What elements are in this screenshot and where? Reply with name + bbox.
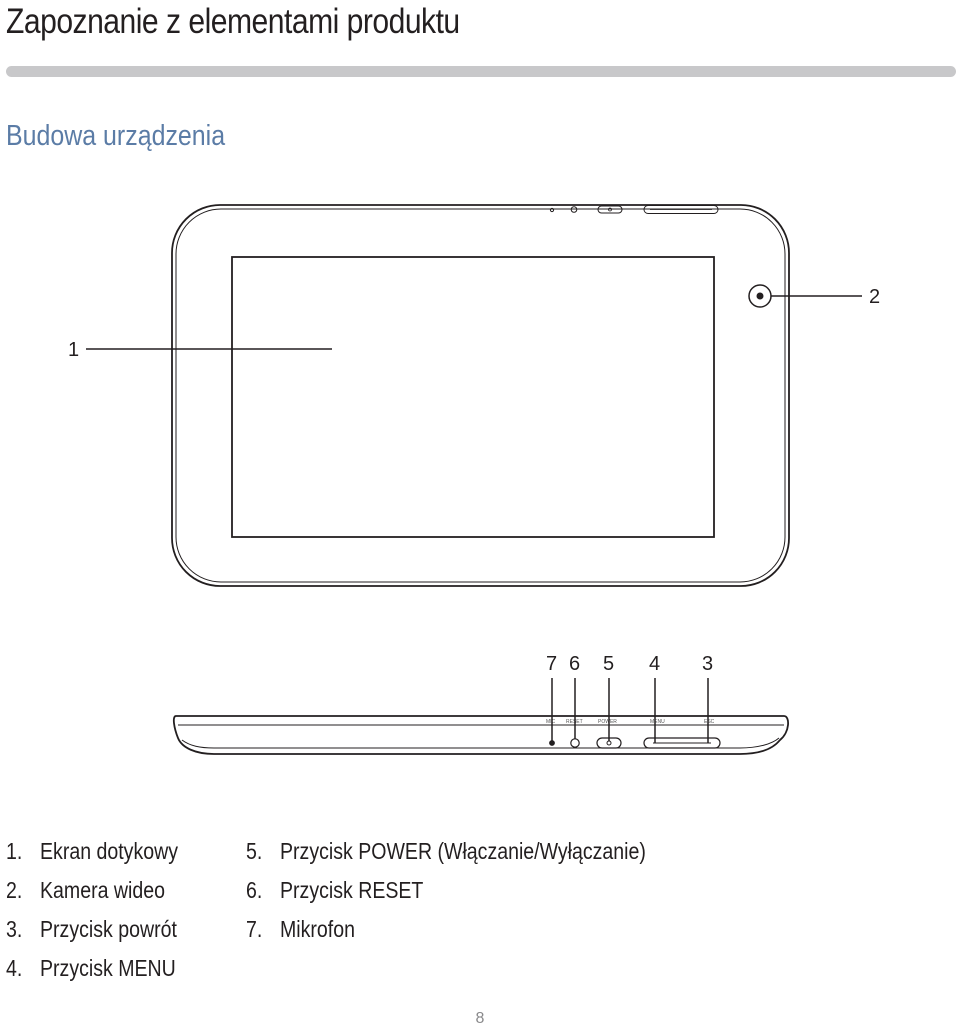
- port-label-power: POWER: [598, 719, 617, 725]
- section-heading: Budowa urządzenia: [6, 120, 226, 152]
- legend-text: Ekran dotykowy: [40, 838, 179, 864]
- tablet-body-inner: [175, 208, 786, 583]
- legend-item: 1. Ekran dotykowy: [6, 836, 178, 875]
- legend-number: 1.: [6, 838, 23, 864]
- title-divider: [6, 66, 956, 77]
- legend-item: 6. Przycisk RESET: [246, 875, 646, 914]
- callout-4: 4: [649, 653, 660, 675]
- callout-2: 2: [869, 286, 880, 308]
- reset-button: [570, 738, 580, 748]
- callout-6: 6: [569, 653, 580, 675]
- mic-hole: [549, 740, 555, 746]
- device-diagram: 1 2 MIC RESET POWER MENU ESC 7 6 5 4 3: [68, 204, 880, 755]
- callout-3: 3: [702, 653, 713, 675]
- legend-text: Przycisk powrót: [40, 916, 177, 942]
- legend-number: 7.: [246, 916, 263, 942]
- tablet-body-outer: [171, 204, 790, 587]
- legend-text: Mikrofon: [280, 916, 355, 942]
- menu-esc-rocker: [643, 737, 721, 749]
- legend-right-column: 5. Przycisk POWER (Włączanie/Wyłączanie)…: [246, 836, 646, 953]
- legend-number: 6.: [246, 877, 263, 903]
- legend-item: 5. Przycisk POWER (Włączanie/Wyłączanie): [246, 836, 646, 875]
- front-callout-lines: [86, 295, 862, 350]
- callout-7: 7: [546, 653, 557, 675]
- legend-number: 4.: [6, 955, 23, 981]
- legend-text: Przycisk POWER (Włączanie/Wyłączanie): [280, 838, 646, 864]
- tablet-front-view: [171, 204, 790, 587]
- touch-screen: [231, 256, 715, 538]
- legend-number: 3.: [6, 916, 23, 942]
- legend-item: 7. Mikrofon: [246, 914, 646, 953]
- port-label-mic: MIC: [546, 719, 556, 725]
- callout-5: 5: [603, 653, 614, 675]
- port-label-esc: ESC: [704, 719, 715, 725]
- callout-1: 1: [68, 339, 79, 361]
- legend-item: 3. Przycisk powrót: [6, 914, 178, 953]
- page-number: 8: [475, 1010, 485, 1027]
- legend-text: Przycisk RESET: [280, 877, 424, 903]
- top-view-body: [172, 715, 789, 755]
- top-mic-hole: [549, 207, 555, 213]
- legend-item: 4. Przycisk MENU: [6, 953, 178, 992]
- tablet-top-view: [172, 715, 789, 755]
- port-label-menu: MENU: [650, 719, 665, 725]
- legend-number: 5.: [246, 838, 263, 864]
- top-callout-lines: [551, 678, 709, 743]
- legend-left-column: 1. Ekran dotykowy 2. Kamera wideo 3. Prz…: [6, 836, 178, 992]
- legend-text: Przycisk MENU: [40, 955, 176, 981]
- legend-number: 2.: [6, 877, 23, 903]
- legend-text: Kamera wideo: [40, 877, 165, 903]
- page-title: Zapoznanie z elementami produktu: [6, 2, 460, 41]
- legend-item: 2. Kamera wideo: [6, 875, 178, 914]
